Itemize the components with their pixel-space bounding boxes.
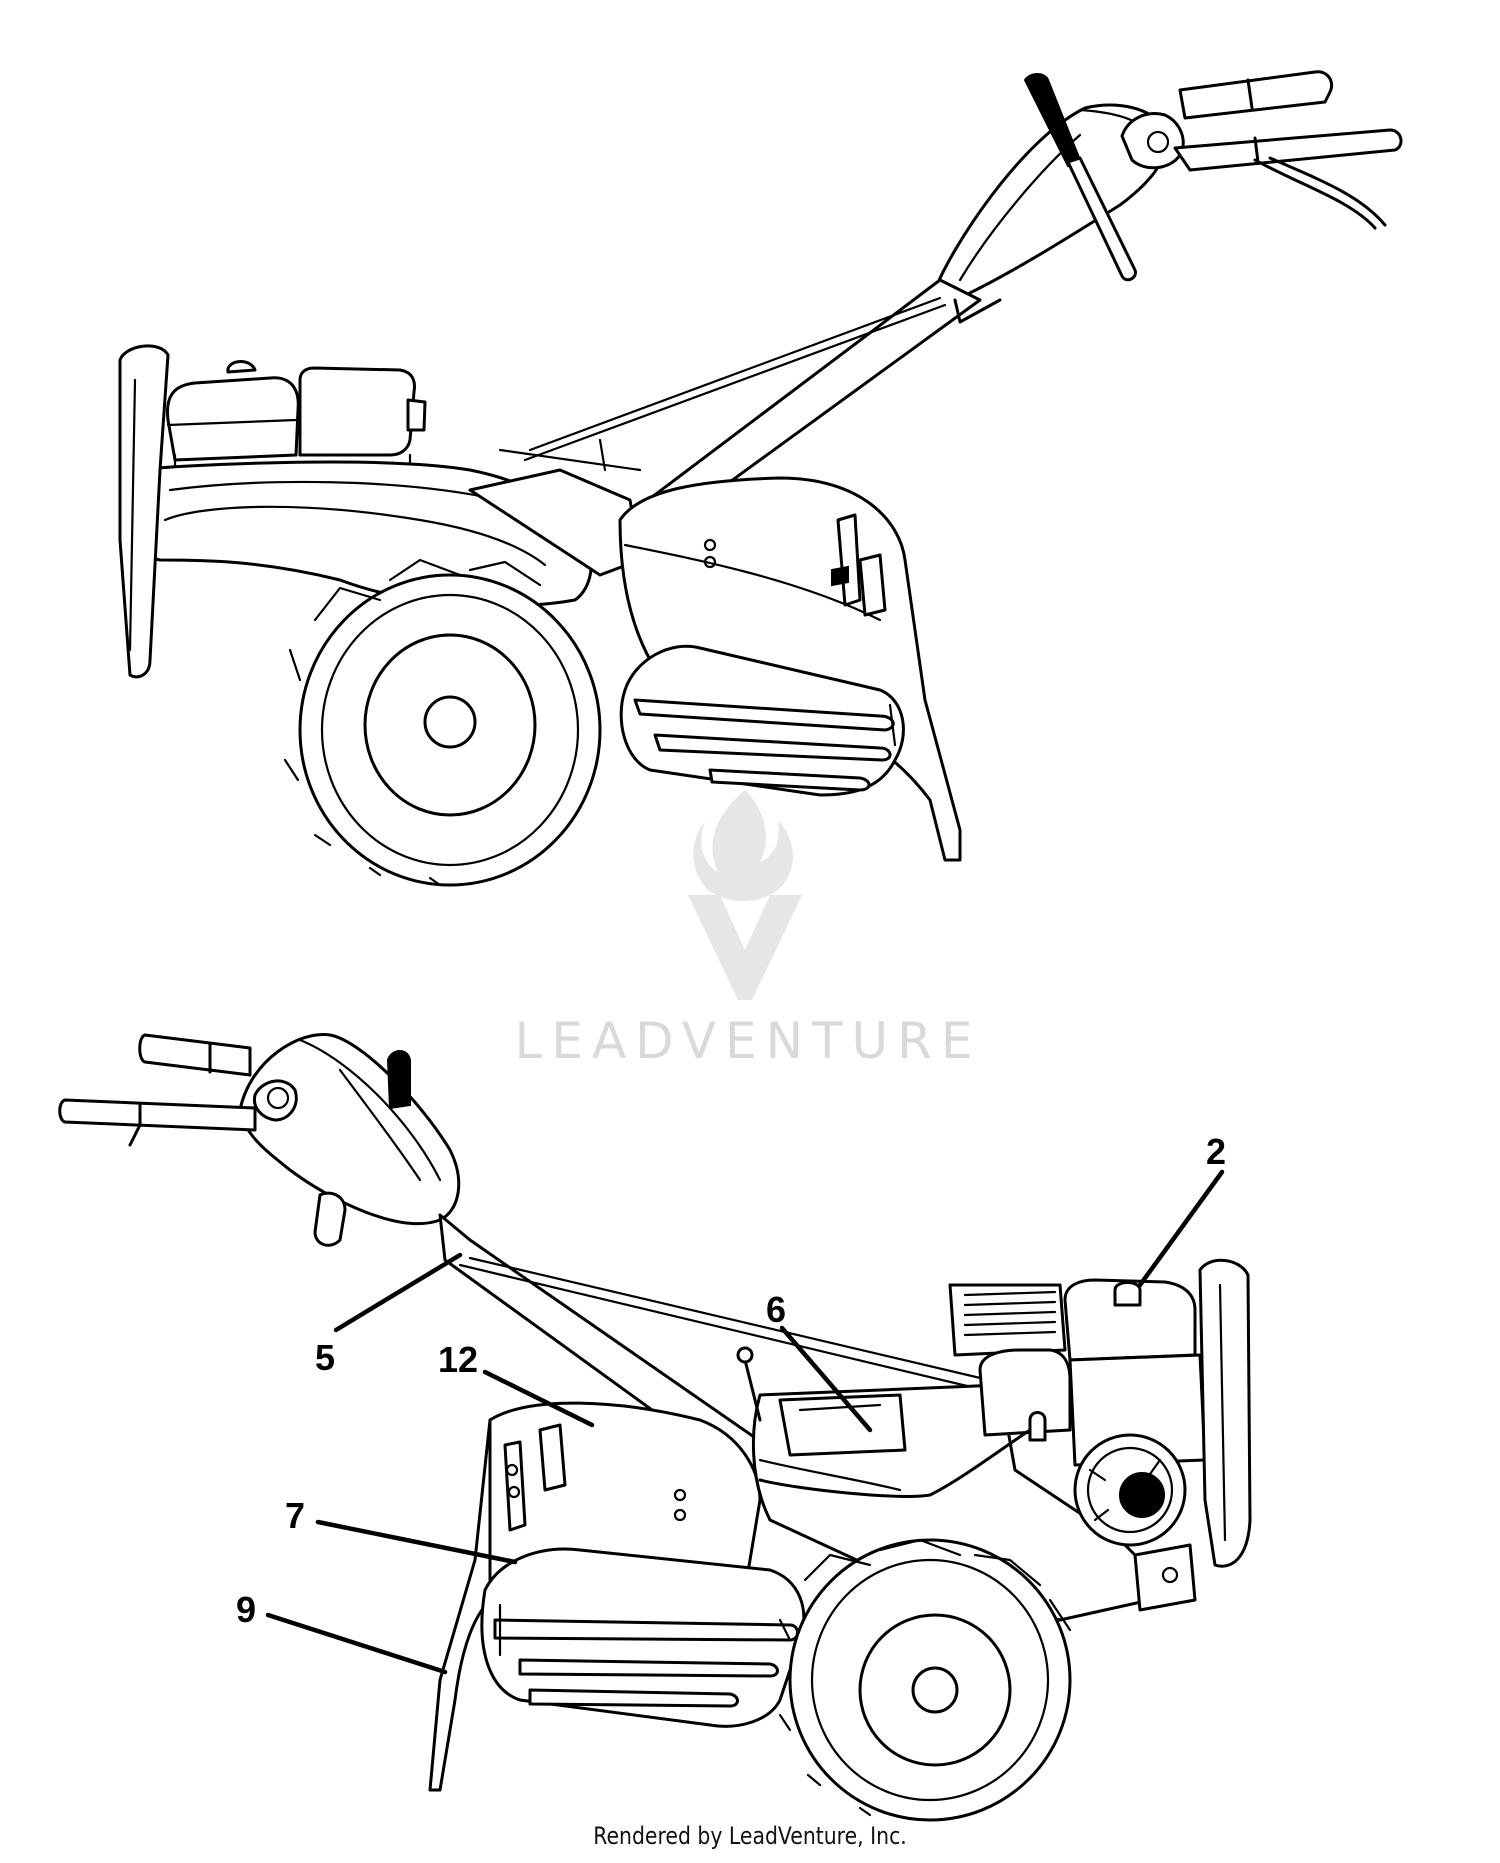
engine-right-view <box>758 1278 1207 1547</box>
callout-6: 6 <box>766 1289 873 1433</box>
tiller-right-view <box>58 1032 1252 1822</box>
rear-bumper-right <box>1133 1258 1252 1612</box>
callout-9: 9 <box>236 1589 448 1675</box>
callout-5: 5 <box>315 1252 463 1378</box>
side-shield-left-view <box>619 644 905 797</box>
leadventure-watermark: LEADVENTURE <box>515 790 982 1070</box>
callout-7-label: 7 <box>285 1495 305 1536</box>
wheel-left-view <box>283 558 602 887</box>
watermark-text: LEADVENTURE <box>515 1012 982 1070</box>
flame-logo-icon <box>688 790 802 1000</box>
handle-console <box>933 103 1185 302</box>
fender-frame <box>128 438 642 608</box>
callout-7: 7 <box>285 1495 518 1565</box>
callout-2-label: 2 <box>1206 1131 1226 1172</box>
callout-9-label: 9 <box>236 1589 256 1630</box>
shift-knob-right <box>386 1050 411 1110</box>
wheel-right-view <box>778 1538 1072 1822</box>
callout-5-label: 5 <box>315 1337 335 1378</box>
handle-grips-right <box>58 1033 257 1147</box>
side-shield-right-view <box>480 1547 806 1728</box>
front-bumper <box>118 344 170 679</box>
handle-grips <box>1173 70 1403 230</box>
shift-lever <box>1023 73 1137 282</box>
tiller-left-view <box>118 70 1403 887</box>
callout-6-label: 6 <box>766 1289 786 1330</box>
callout-12: 12 <box>438 1339 595 1428</box>
frame-right <box>736 1346 1152 1622</box>
handle-console-right <box>238 1032 461 1247</box>
render-credit: Rendered by LeadVenture, Inc. <box>593 1822 907 1850</box>
engine-left-view <box>165 360 427 472</box>
callout-12-label: 12 <box>438 1339 478 1380</box>
callout-2: 2 <box>1137 1131 1226 1288</box>
